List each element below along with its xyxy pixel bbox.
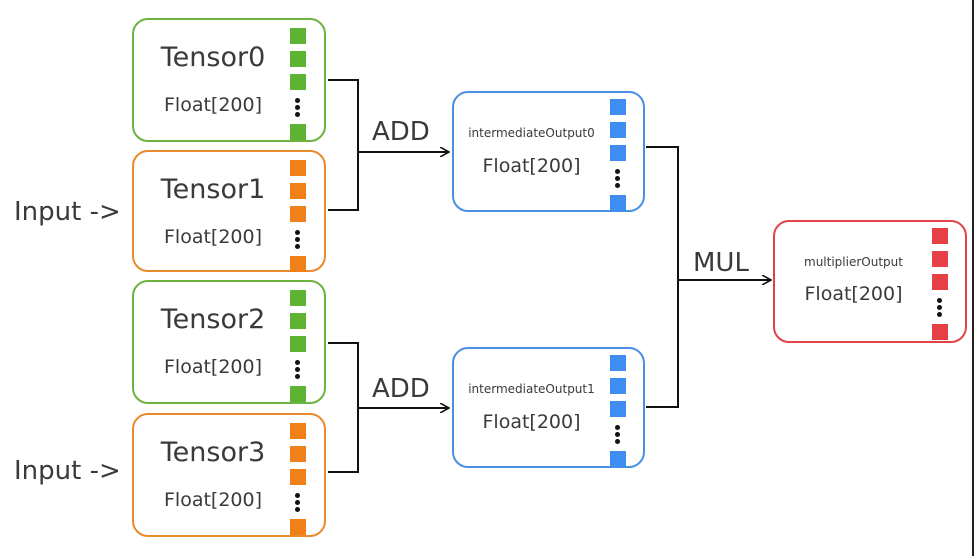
array-cell — [932, 228, 948, 244]
tensor2-dtype: Float[200] — [163, 356, 262, 378]
array-cell — [932, 274, 948, 290]
multiplier-output-array-cells — [932, 228, 948, 340]
array-cell — [610, 355, 626, 371]
intermediate-output1-title: intermediateOutput1 — [468, 382, 595, 396]
multiplier-output-title: multiplierOutput — [804, 255, 903, 269]
array-cell — [932, 251, 948, 267]
intermediate-output0-dtype: Float[200] — [482, 155, 581, 177]
right-frame-border — [972, 0, 974, 556]
array-cell — [290, 74, 306, 90]
array-cell — [610, 451, 626, 467]
input-label-bottom: Input -> — [14, 456, 121, 486]
array-cell — [290, 290, 306, 306]
array-cell — [290, 28, 306, 44]
tensor1-array-cells — [290, 160, 306, 272]
array-cell — [290, 160, 306, 176]
tensor3-node: Tensor3 Float[200] — [132, 413, 326, 537]
array-cell — [610, 122, 626, 138]
ellipsis-dots-icon — [295, 493, 301, 514]
array-cell — [610, 401, 626, 417]
intermediate-output1-array-cells — [610, 355, 626, 467]
tensor2-array-cells — [290, 290, 306, 402]
ellipsis-dots-icon — [295, 230, 301, 251]
add-operation-top: ADD — [372, 117, 430, 147]
ellipsis-dots-icon — [937, 298, 943, 319]
ellipsis-dots-icon — [615, 169, 621, 190]
array-cell — [290, 336, 306, 352]
tensor0-array-cells — [290, 28, 306, 140]
ellipsis-dots-icon — [615, 425, 621, 446]
connector-tensor2-to-add — [328, 342, 359, 473]
ellipsis-dots-icon — [295, 98, 301, 119]
array-cell — [290, 256, 306, 272]
input-label-top: Input -> — [14, 197, 121, 227]
tensor1-dtype: Float[200] — [163, 226, 262, 248]
intermediate-output0-node: intermediateOutput0 Float[200] — [452, 91, 645, 212]
tensor0-title: Tensor0 — [160, 42, 266, 73]
multiplier-output-node: multiplierOutput Float[200] — [773, 220, 967, 343]
multiplier-output-dtype: Float[200] — [804, 283, 903, 305]
array-cell — [290, 313, 306, 329]
intermediate-output0-title: intermediateOutput0 — [468, 126, 595, 140]
array-cell — [290, 423, 306, 439]
tensor0-dtype: Float[200] — [163, 94, 262, 116]
tensor3-array-cells — [290, 423, 306, 535]
ellipsis-dots-icon — [295, 360, 301, 381]
array-cell — [290, 446, 306, 462]
tensor1-node: Tensor1 Float[200] — [132, 150, 326, 272]
array-cell — [290, 51, 306, 67]
intermediate-output1-dtype: Float[200] — [482, 411, 581, 433]
array-cell — [290, 206, 306, 222]
array-cell — [610, 195, 626, 211]
intermediate-output0-array-cells — [610, 99, 626, 211]
tensor2-node: Tensor2 Float[200] — [132, 280, 326, 404]
array-cell — [290, 519, 306, 535]
array-cell — [610, 378, 626, 394]
tensor2-title: Tensor2 — [160, 304, 266, 335]
connector-intermediates-to-mul — [646, 146, 679, 408]
array-cell — [290, 469, 306, 485]
array-cell — [290, 183, 306, 199]
connector-tensor0-to-add — [328, 79, 359, 211]
mul-operation: MUL — [693, 248, 749, 278]
intermediate-output1-node: intermediateOutput1 Float[200] — [452, 347, 645, 468]
add-operation-bottom: ADD — [372, 374, 430, 404]
array-cell — [290, 124, 306, 140]
array-cell — [610, 99, 626, 115]
tensor0-node: Tensor0 Float[200] — [132, 18, 326, 142]
tensor3-dtype: Float[200] — [163, 489, 262, 511]
tensor1-title: Tensor1 — [160, 174, 266, 205]
tensor3-title: Tensor3 — [160, 437, 266, 468]
array-cell — [610, 145, 626, 161]
array-cell — [290, 386, 306, 402]
array-cell — [932, 324, 948, 340]
